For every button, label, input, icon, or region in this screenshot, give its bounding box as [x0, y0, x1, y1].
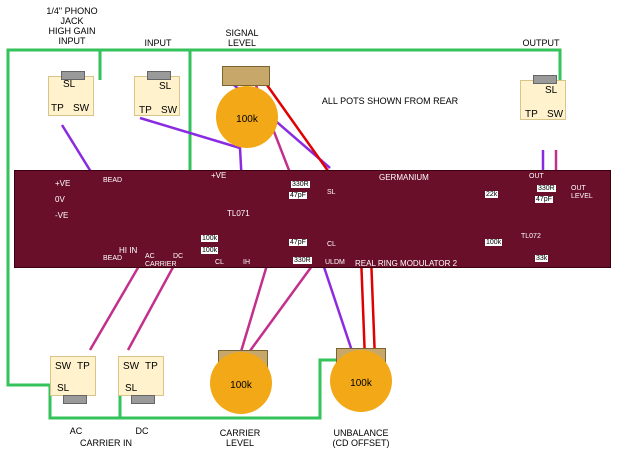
pcb-330r-a: 330R	[291, 181, 310, 188]
unbalance-pot-value: 100k	[350, 378, 372, 389]
jack-pin-sw: SW	[161, 105, 178, 116]
pots-note: ALL POTS SHOWN FROM REAR	[321, 96, 459, 106]
pcb-33k: 33k	[535, 255, 549, 262]
pcb-board: +VE 0V -VE BEAD BEAD HI IN AC CARRIER DC…	[14, 170, 611, 268]
pcb-sl-pad: SL	[327, 189, 336, 196]
phono-jack-label: 1/4" PHONO JACK HIGH GAIN INPUT	[46, 6, 98, 46]
pcb-uldm: ULDM	[325, 259, 345, 266]
jack-pin-sl: SL	[63, 79, 76, 90]
pcb-22k: 22k	[485, 191, 499, 198]
signal-level-label: SIGNAL LEVEL	[225, 28, 259, 48]
pcb-47pf-c: 47pF	[535, 196, 553, 203]
carrier-in-label: CARRIER IN	[79, 438, 132, 448]
unbalance-label: UNBALANCE (CD OFFSET)	[332, 428, 390, 448]
ac-label: AC	[69, 426, 83, 436]
pcb-bead-top: BEAD	[103, 177, 123, 184]
carrier-level-pot: 100k	[210, 352, 272, 414]
pcb-100k-a: 100k	[201, 235, 219, 242]
jack-pin-sw: SW	[55, 361, 72, 372]
unbalance-pot: 100k	[330, 350, 392, 412]
signal-level-pot: 100k	[216, 86, 278, 148]
pcb-tl071: TL071	[227, 209, 250, 218]
ac-carrier-jack: SW TP SL	[50, 356, 96, 404]
pcb-out: OUT	[529, 173, 544, 180]
pcb-dc: DC	[173, 253, 184, 260]
pcb-out-level: OUT LEVEL	[571, 185, 593, 200]
pcb-ac-carrier: AC CARRIER	[145, 253, 177, 268]
jack-pin-sw: SW	[123, 361, 140, 372]
pcb-100k-b: 100k	[201, 247, 219, 254]
pcb-cl: CL	[327, 241, 336, 248]
pcb-zero-v: 0V	[55, 195, 65, 204]
pcb-hi-in: HI IN	[119, 246, 138, 255]
signal-pot-lugs	[222, 66, 270, 86]
jack-pin-sw: SW	[547, 109, 564, 120]
jack-pin-tp: TP	[139, 105, 152, 116]
jack-pin-tp: TP	[77, 361, 90, 372]
pcb-330r-c: 330R	[537, 185, 556, 192]
output-label: OUTPUT	[522, 38, 560, 48]
dc-label: DC	[135, 426, 149, 436]
pcb-minus-ve: -VE	[55, 211, 69, 220]
dc-carrier-jack: SW TP SL	[118, 356, 164, 404]
jack-pin-sl: SL	[545, 85, 558, 96]
pcb-47pf-b: 47pF	[289, 239, 307, 246]
pcb-cl-2: CL	[215, 259, 224, 266]
carrier-pot-value: 100k	[230, 380, 252, 391]
input-jack: SL TP SW	[134, 71, 180, 116]
pcb-title: REAL RING MODULATOR 2	[355, 259, 458, 268]
jack-pin-sw: SW	[73, 103, 90, 114]
jack-pin-tp: TP	[525, 109, 538, 120]
pcb-plus-ve-2: +VE	[211, 171, 227, 180]
pcb-plus-ve: +VE	[55, 179, 71, 188]
signal-pot-value: 100k	[236, 114, 258, 125]
jack-pin-sl: SL	[125, 383, 138, 394]
input-label: INPUT	[144, 38, 172, 48]
pcb-100k-r: 100k	[485, 239, 503, 246]
pcb-ih: IH	[243, 259, 250, 266]
jack-pin-tp: TP	[145, 361, 158, 372]
pcb-tl072: TL072	[521, 233, 541, 240]
pcb-germanium: GERMANIUM	[379, 173, 429, 182]
pcb-330r-b: 330R	[293, 257, 312, 264]
pcb-bead-bottom: BEAD	[103, 255, 123, 262]
carrier-level-label: CARRIER LEVEL	[219, 428, 261, 448]
jack-pin-tp: TP	[51, 103, 64, 114]
jack-pin-sl: SL	[159, 81, 172, 92]
phono-input-jack: SL TP SW	[48, 71, 94, 116]
pcb-47pf-a: 47pF	[289, 192, 307, 199]
output-jack: SL TP SW	[520, 75, 566, 120]
jack-pin-sl: SL	[57, 383, 70, 394]
